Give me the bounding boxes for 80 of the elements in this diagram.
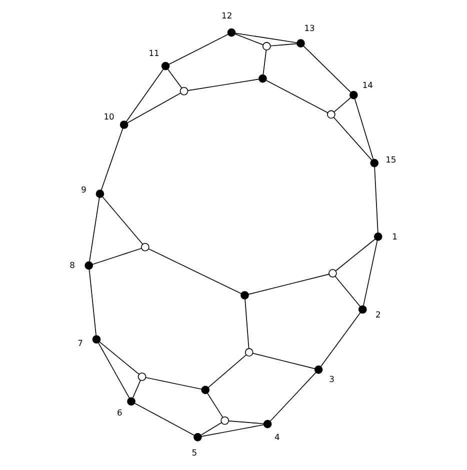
node-circle — [244, 348, 254, 357]
connector — [145, 377, 202, 390]
connector — [187, 78, 260, 91]
node-label: 2 — [375, 310, 381, 320]
node-label: 12 — [222, 10, 232, 20]
node-circle — [220, 416, 230, 425]
node-circle — [327, 110, 336, 119]
node-circle — [96, 190, 104, 198]
connector — [127, 92, 181, 124]
node-circle — [296, 39, 305, 48]
node-label: 1 — [392, 232, 398, 242]
connector — [132, 380, 141, 398]
connector — [88, 269, 96, 336]
node-circle — [92, 335, 101, 344]
connector — [92, 248, 142, 265]
node-circle — [194, 432, 202, 442]
node-circle — [84, 261, 94, 270]
connector — [99, 341, 140, 375]
connector — [234, 32, 298, 44]
connector — [270, 372, 316, 422]
node-label: 3 — [329, 374, 334, 384]
connector — [167, 68, 182, 88]
node-circle — [263, 420, 272, 428]
connector — [320, 312, 361, 367]
connector — [244, 298, 250, 349]
node-circle — [370, 158, 379, 168]
node-circle — [374, 232, 382, 241]
node-label: 4 — [274, 432, 280, 442]
connector — [363, 240, 378, 306]
connector — [262, 50, 267, 75]
connector — [100, 128, 124, 191]
connector — [252, 352, 316, 370]
connector — [334, 276, 360, 307]
node-circle — [140, 242, 150, 252]
connector — [89, 197, 100, 262]
node-circle — [201, 386, 210, 394]
connector — [126, 68, 164, 122]
node-circle — [180, 86, 188, 96]
connector — [148, 248, 242, 294]
connector — [374, 166, 378, 234]
connector — [98, 342, 130, 398]
node-label: 13 — [304, 22, 315, 33]
node-label: 14 — [362, 80, 373, 90]
node-circle — [349, 90, 358, 100]
node-label: 9 — [81, 184, 86, 194]
connector — [134, 402, 195, 436]
connector — [248, 274, 330, 295]
connector — [102, 196, 143, 244]
connector — [335, 238, 376, 272]
node-circle — [227, 28, 236, 37]
node-circle — [358, 305, 367, 314]
node-label: 8 — [70, 260, 75, 270]
connector — [266, 80, 328, 114]
node-label: 6 — [117, 408, 122, 418]
connector — [333, 116, 372, 161]
connector — [207, 392, 224, 418]
connector — [228, 420, 264, 424]
node-circle — [138, 372, 146, 381]
connector — [168, 34, 228, 65]
connector — [234, 34, 264, 46]
node-label: 15 — [386, 154, 396, 164]
connector — [270, 43, 298, 46]
node-circle — [314, 365, 323, 374]
node-label: 11 — [148, 48, 160, 58]
node-circle — [262, 42, 271, 50]
node-label: 7 — [78, 338, 83, 348]
node-circle — [240, 291, 249, 300]
connector — [200, 422, 222, 436]
node-circle — [120, 120, 128, 129]
connector — [201, 424, 264, 437]
node-circle — [161, 62, 170, 70]
node-label: 10 — [104, 111, 114, 122]
connector — [334, 97, 352, 112]
node-circle — [127, 397, 136, 406]
connector — [208, 354, 247, 388]
connector — [354, 98, 374, 160]
connector — [303, 46, 352, 93]
node-circle — [328, 269, 337, 278]
node-label: 5 — [192, 448, 198, 458]
node-circle — [258, 74, 267, 83]
